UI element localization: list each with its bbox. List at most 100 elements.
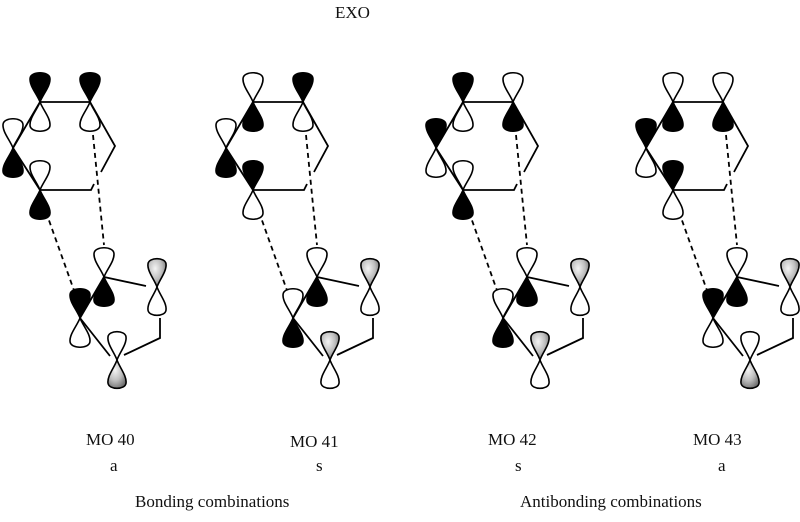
symmetry-label-41: s xyxy=(316,456,323,475)
bond-lower-top xyxy=(736,276,780,287)
lower-lobe xyxy=(452,99,474,133)
upper-lobe xyxy=(570,257,590,290)
upper-lobe xyxy=(147,257,167,290)
p-orbital-lower-top xyxy=(516,246,538,308)
interaction-dashed-right xyxy=(92,134,105,246)
lower-lobe xyxy=(360,284,380,317)
upper-lobe xyxy=(452,71,474,105)
p-orbital-lower-right xyxy=(360,257,380,317)
lower-lobe xyxy=(69,315,91,349)
p-orbital-lower-bottom xyxy=(320,330,340,390)
bond-lower-top xyxy=(526,276,570,287)
p-orbital-lower-left xyxy=(282,287,304,349)
upper-lobe xyxy=(662,159,684,193)
p-orbital-top-left xyxy=(662,71,684,133)
lower-lobe xyxy=(242,99,264,133)
bond-lower-top xyxy=(103,276,147,287)
interaction-dashed-right xyxy=(725,134,738,246)
upper-lobe xyxy=(29,71,51,105)
bond-lower-diag xyxy=(502,317,534,357)
bond-bottom xyxy=(40,183,95,191)
p-orbital-lower-left xyxy=(492,287,514,349)
upper-lobe xyxy=(712,71,734,105)
upper-lobe xyxy=(780,257,800,290)
upper-lobe xyxy=(740,330,760,363)
lower-lobe xyxy=(502,99,524,133)
upper-lobe xyxy=(516,246,538,280)
lower-lobe xyxy=(726,274,748,308)
interaction-dashed-right xyxy=(305,134,318,246)
p-orbital-bottom-left xyxy=(452,159,474,221)
lower-lobe xyxy=(516,274,538,308)
upper-lobe xyxy=(320,330,340,363)
upper-lobe xyxy=(69,287,91,321)
molecule-mo-43 xyxy=(635,71,800,390)
p-orbital-lower-right xyxy=(570,257,590,317)
p-orbital-lower-bottom xyxy=(740,330,760,390)
interaction-dashed-left xyxy=(45,211,77,297)
bond-bottom xyxy=(673,183,728,191)
lower-lobe xyxy=(215,145,237,179)
upper-lobe xyxy=(492,287,514,321)
bond-lower-right xyxy=(756,318,794,356)
lower-lobe xyxy=(29,187,51,221)
bond-lower-right xyxy=(546,318,584,356)
lower-lobe xyxy=(740,357,760,390)
p-orbital-lower-right xyxy=(780,257,800,317)
p-orbital-bottom-left xyxy=(29,159,51,221)
p-orbital-top-right xyxy=(502,71,524,133)
lower-lobe xyxy=(29,99,51,133)
p-orbital-top-right xyxy=(292,71,314,133)
lower-lobe xyxy=(93,274,115,308)
p-orbital-top-right xyxy=(712,71,734,133)
lower-lobe xyxy=(702,315,724,349)
lower-lobe xyxy=(662,187,684,221)
upper-lobe xyxy=(726,246,748,280)
bonding-caption: Bonding combinations xyxy=(135,492,290,511)
upper-lobe xyxy=(79,71,101,105)
bond-lower-right xyxy=(336,318,374,356)
upper-lobe xyxy=(452,159,474,193)
lower-lobe xyxy=(635,145,657,179)
p-orbital-left xyxy=(635,117,657,179)
symmetry-label-40: a xyxy=(110,456,118,475)
lower-lobe xyxy=(570,284,590,317)
upper-lobe xyxy=(635,117,657,151)
bond-bottom xyxy=(253,183,308,191)
lower-lobe xyxy=(712,99,734,133)
lower-lobe xyxy=(306,274,328,308)
upper-lobe xyxy=(107,330,127,363)
p-orbital-lower-left xyxy=(702,287,724,349)
lower-lobe xyxy=(320,357,340,390)
molecule-mo-41 xyxy=(215,71,380,390)
symmetry-label-43: a xyxy=(718,456,726,475)
lower-lobe xyxy=(662,99,684,133)
lower-lobe xyxy=(79,99,101,133)
p-orbital-top-right xyxy=(79,71,101,133)
bond-bottom xyxy=(463,183,518,191)
p-orbital-lower-top xyxy=(306,246,328,308)
p-orbital-bottom-left xyxy=(662,159,684,221)
lower-lobe xyxy=(292,99,314,133)
diagram-title: EXO xyxy=(335,3,370,22)
lower-lobe xyxy=(242,187,264,221)
p-orbital-lower-bottom xyxy=(530,330,550,390)
upper-lobe xyxy=(2,117,24,151)
p-orbital-lower-left xyxy=(69,287,91,349)
lower-lobe xyxy=(2,145,24,179)
upper-lobe xyxy=(282,287,304,321)
p-orbital-bottom-left xyxy=(242,159,264,221)
upper-lobe xyxy=(502,71,524,105)
upper-lobe xyxy=(242,159,264,193)
p-orbital-lower-right xyxy=(147,257,167,317)
interaction-dashed-left xyxy=(258,211,290,297)
p-orbital-left xyxy=(425,117,447,179)
p-orbital-lower-top xyxy=(93,246,115,308)
antibonding-caption: Antibonding combinations xyxy=(520,492,702,511)
molecule-mo-40 xyxy=(2,71,167,390)
mo-label-41: MO 41 xyxy=(290,432,339,451)
symmetry-label-42: s xyxy=(515,456,522,475)
lower-lobe xyxy=(530,357,550,390)
molecule-mo-42 xyxy=(425,71,590,390)
